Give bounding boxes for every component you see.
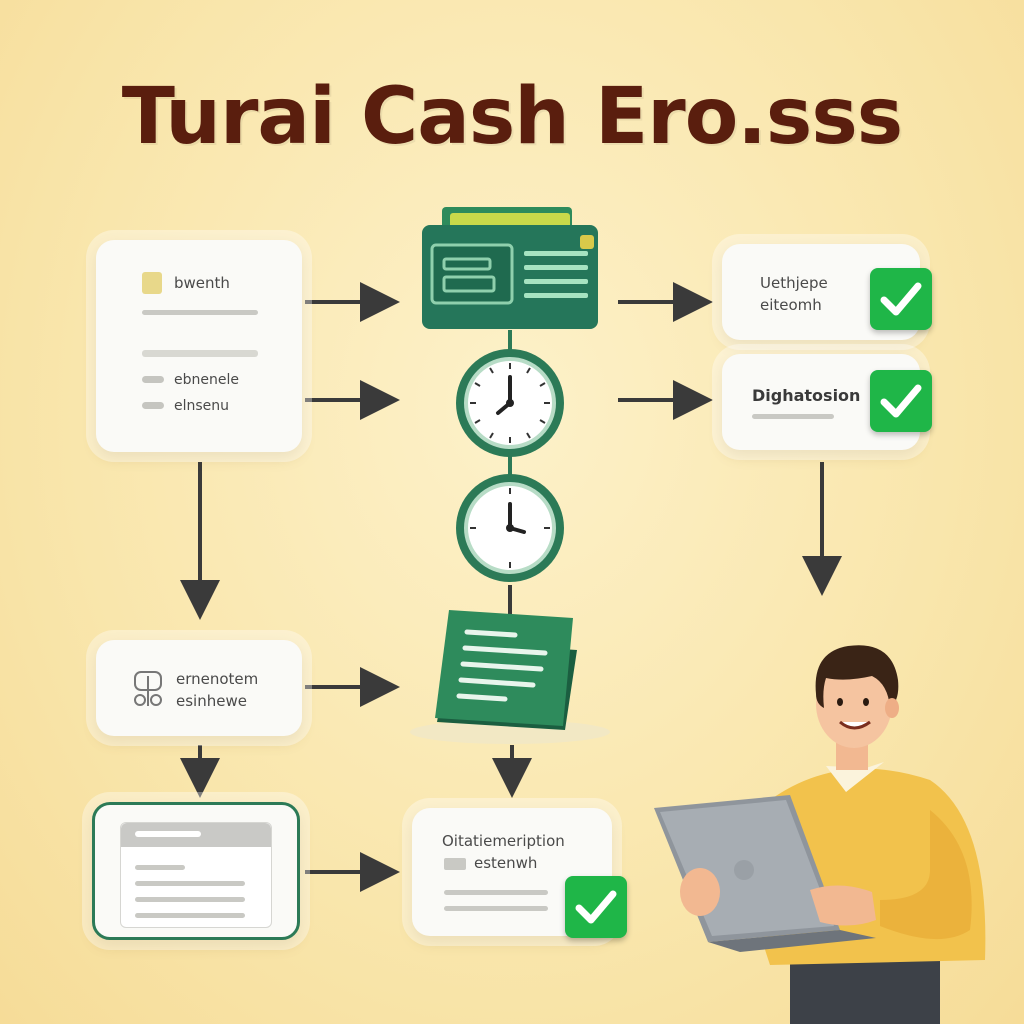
square-icon — [142, 272, 162, 294]
person-with-laptop-illustration — [654, 645, 986, 1024]
text-line — [752, 414, 834, 419]
clock-icon — [456, 349, 564, 457]
text-line — [444, 890, 548, 895]
text-line — [444, 906, 548, 911]
mid-left-card: ernenotem esinhewe — [96, 640, 302, 736]
card-line: Uethjepe — [760, 274, 828, 292]
clock-icon — [456, 474, 564, 582]
check-icon — [870, 370, 932, 432]
wallet-icon — [422, 207, 598, 329]
card-line: estenwh — [474, 854, 538, 872]
scale-icon — [134, 671, 162, 706]
text-line — [135, 897, 245, 902]
text-line — [135, 881, 245, 886]
card-heading: bwenth — [174, 274, 230, 292]
tag-box — [444, 858, 466, 870]
text-line — [142, 310, 258, 315]
card-line: eiteomh — [760, 296, 822, 314]
browser-window-icon — [120, 822, 272, 928]
card-item: ebnenele — [174, 372, 239, 388]
bullet — [142, 376, 164, 383]
check-icon — [565, 876, 627, 938]
diagram-title: Turai Cash Ero.sss — [121, 72, 903, 162]
document-icon — [410, 610, 610, 744]
text-line — [135, 831, 201, 837]
card-item: elnsenu — [174, 398, 230, 414]
text-line — [135, 865, 185, 870]
top-left-card: bwenth ebnenele elnsenu — [96, 240, 302, 452]
card-line: Oitatiemeription — [442, 832, 565, 850]
bullet — [142, 402, 164, 409]
check-icon — [870, 268, 932, 330]
text-line — [142, 350, 258, 357]
card-line: esinhewe — [176, 692, 247, 710]
text-line — [135, 913, 245, 918]
card-label: Dighatosion — [752, 386, 861, 405]
card-line: ernenotem — [176, 670, 259, 688]
